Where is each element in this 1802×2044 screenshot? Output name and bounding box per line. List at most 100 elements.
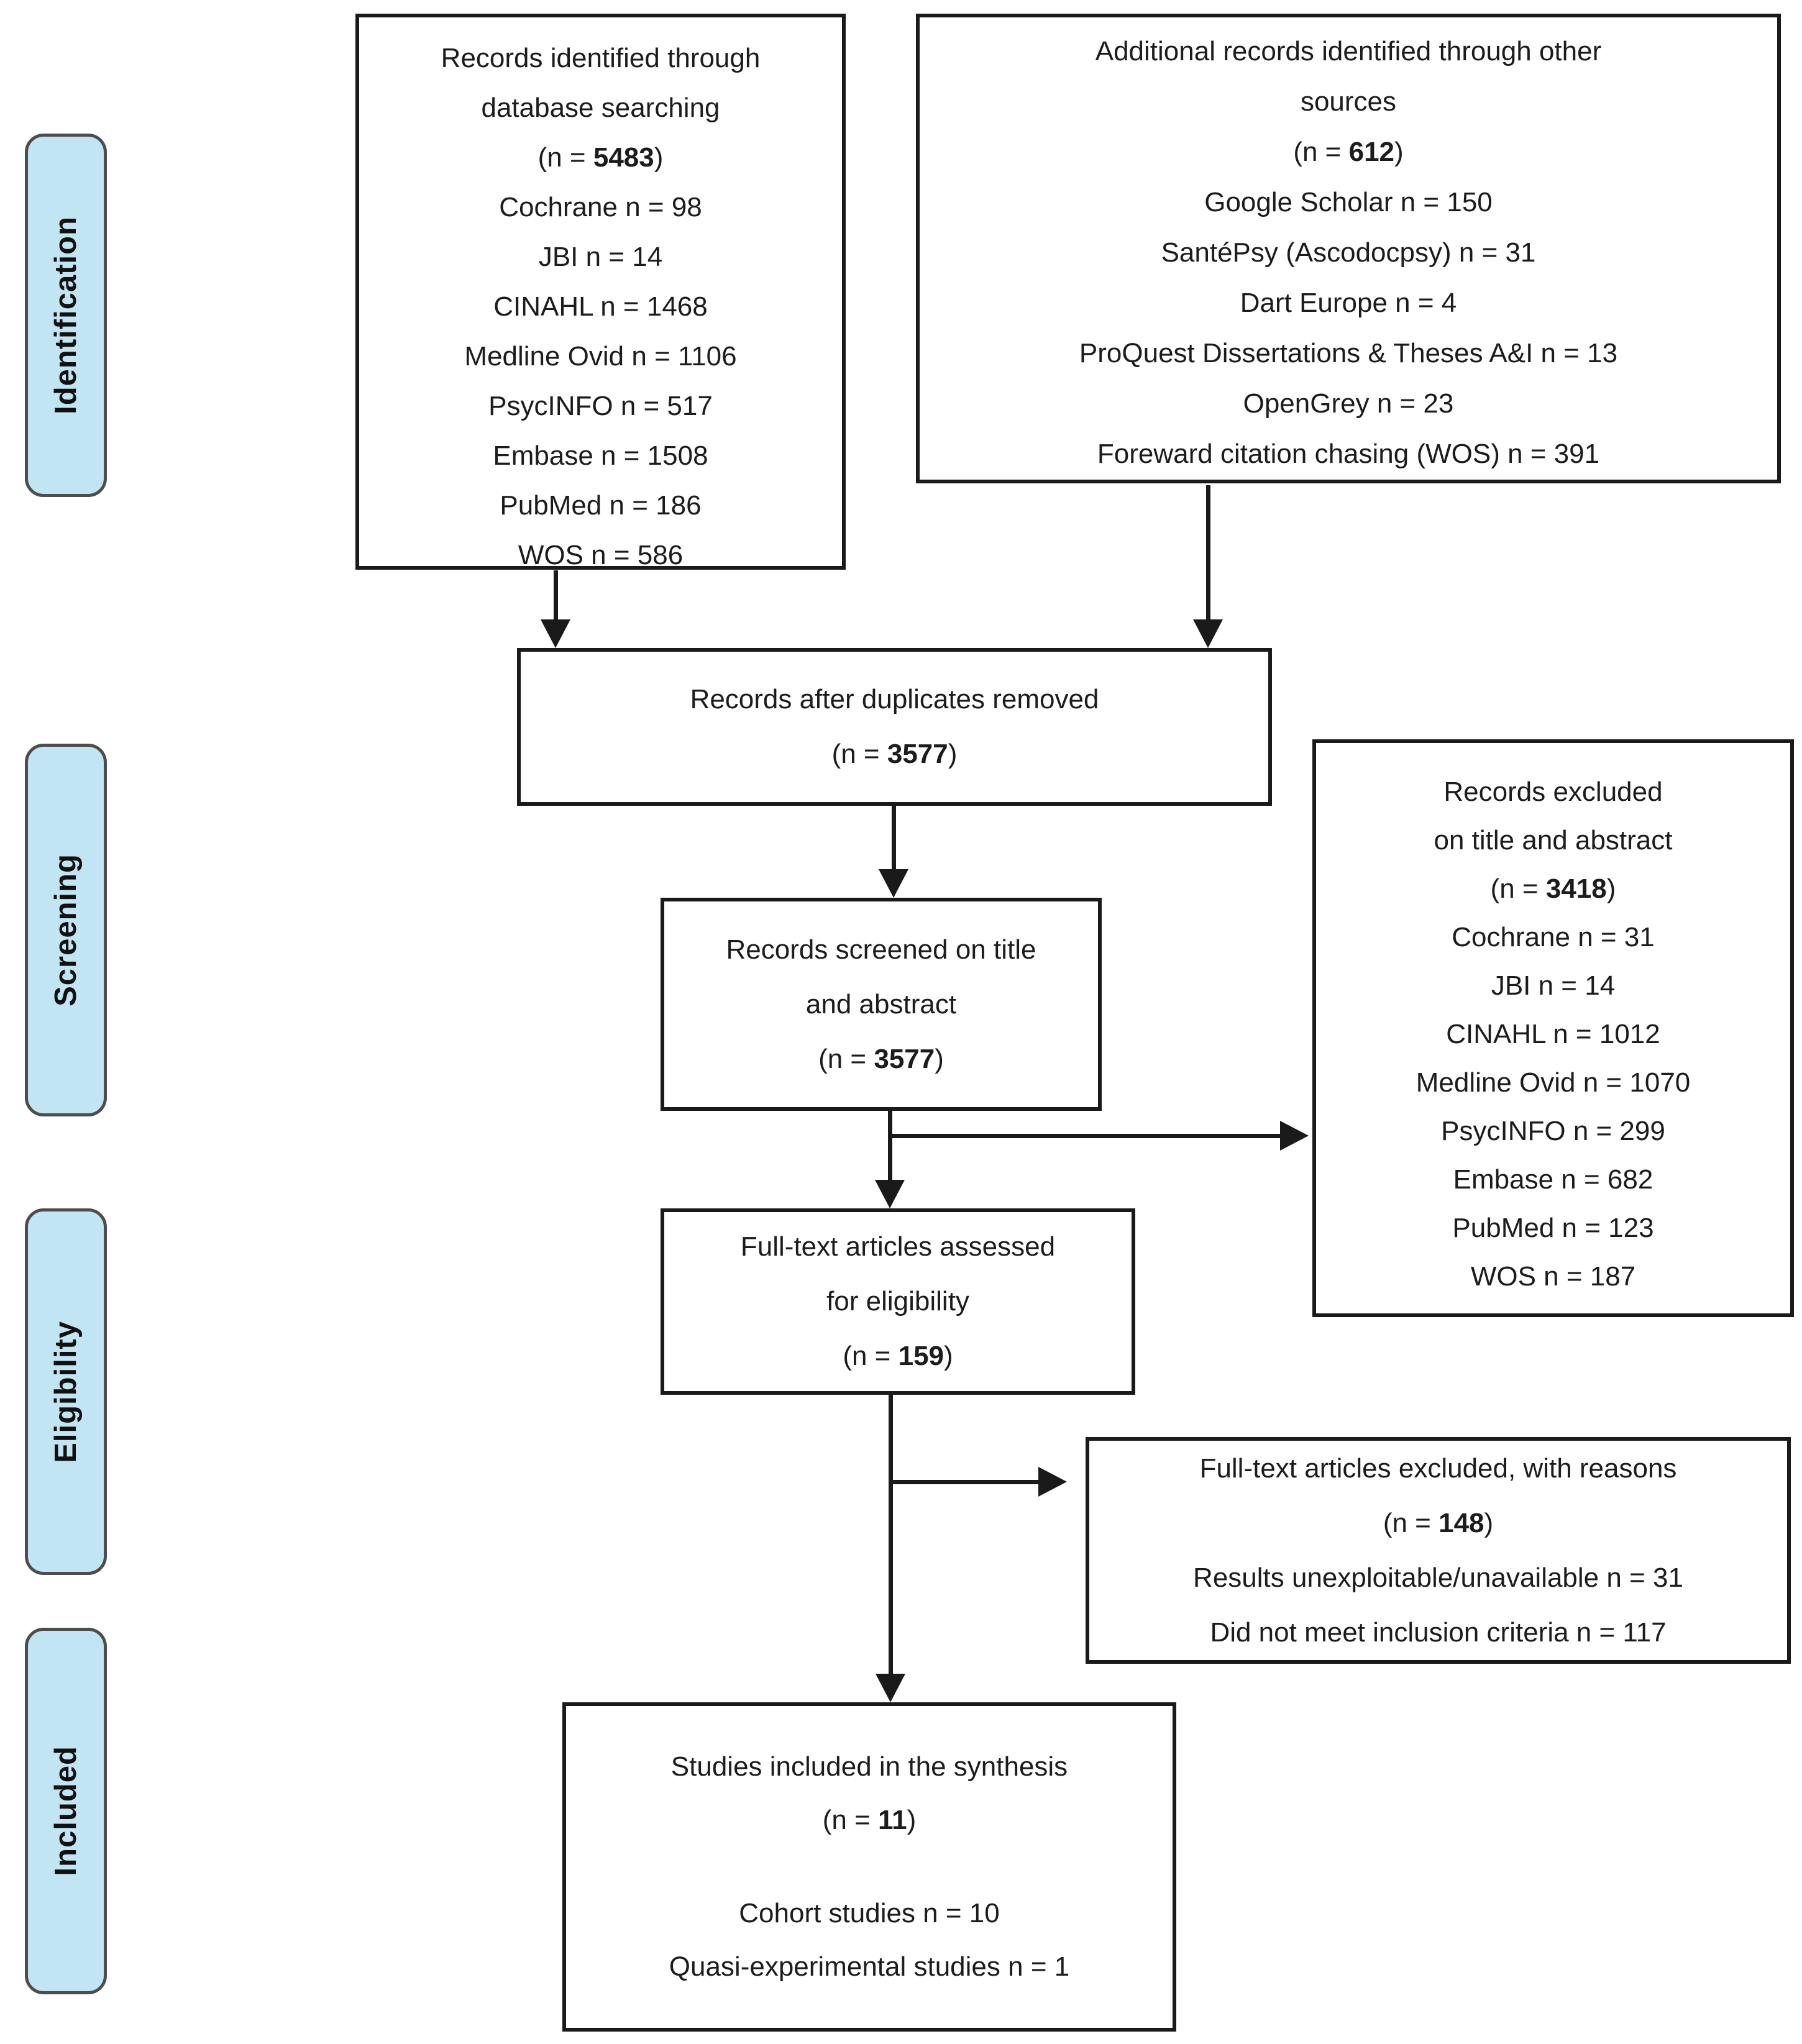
box-title-line: Full-text articles excluded, with reason… <box>1199 1453 1677 1484</box>
n-close: ) <box>944 1341 953 1371</box>
arrow-screened-to-fulltext-head-icon <box>875 1180 905 1208</box>
box-fulltext-excluded: Full-text articles excluded, with reason… <box>1086 1437 1791 1664</box>
box-item: PubMed n = 186 <box>500 490 702 521</box>
arrow-fulltext-to-included-line <box>889 1395 893 1674</box>
n-open: (n = <box>1293 137 1349 167</box>
box-title-line: Additional records identified through ot… <box>1095 36 1602 66</box>
box-item: Medline Ovid n = 1106 <box>464 341 737 372</box>
box-duplicates-removed: Records after duplicates removed (n = 35… <box>517 648 1272 806</box>
stage-label-eligibility-text: Eligibility <box>49 1320 83 1463</box>
box-item: CINAHL n = 1012 <box>1446 1019 1660 1049</box>
arrow-additional-to-duplicates-line <box>1206 485 1210 621</box>
box-title-line: Full-text articles assessed <box>740 1231 1056 1262</box>
arrow-fulltext-to-included-head-icon <box>876 1674 905 1702</box>
box-item: JBI n = 14 <box>1491 970 1616 1001</box>
n-close: ) <box>1394 137 1404 167</box>
box-item: WOS n = 187 <box>1470 1261 1636 1292</box>
stage-label-identification-text: Identification <box>49 216 83 414</box>
box-item: WOS n = 586 <box>518 540 684 570</box>
box-additional-records: Additional records identified through ot… <box>916 14 1781 483</box>
n-value: 3418 <box>1545 874 1607 904</box>
arrow-additional-to-duplicates-head-icon <box>1193 619 1223 648</box>
arrow-duplicates-to-screened-head-icon <box>879 869 908 898</box>
box-title-line: database searching <box>481 93 720 123</box>
box-n-line: (n = 3418) <box>1316 865 1790 913</box>
n-value: 5483 <box>593 142 654 173</box>
n-open: (n = <box>831 739 887 769</box>
stage-label-included: Included <box>25 1628 107 1994</box>
n-close: ) <box>654 142 664 173</box>
box-item: OpenGrey n = 23 <box>1243 388 1454 419</box>
box-title-line: Records after duplicates removed <box>690 684 1099 714</box>
box-n-line: (n = 5483) <box>359 133 842 183</box>
box-title-line: Records identified through <box>441 43 761 73</box>
n-close: ) <box>948 739 958 769</box>
box-fulltext-assessed: Full-text articles assessed for eligibil… <box>661 1208 1135 1395</box>
n-close: ) <box>907 1805 917 1835</box>
box-studies-included: Studies included in the synthesis (n = 1… <box>562 1702 1176 2032</box>
n-close: ) <box>935 1043 944 1074</box>
box-item: Foreward citation chasing (WOS) n = 391 <box>1097 439 1600 469</box>
box-item: Google Scholar n = 150 <box>1204 187 1493 217</box>
box-item: ProQuest Dissertations & Theses A&I n = … <box>1079 338 1618 368</box>
box-item: PsycINFO n = 299 <box>1441 1116 1665 1146</box>
n-value: 3577 <box>887 739 948 769</box>
n-close: ) <box>1484 1507 1494 1538</box>
n-open: (n = <box>818 1043 874 1074</box>
box-item: PsycINFO n = 517 <box>488 391 713 421</box>
box-title-line: Records excluded <box>1443 777 1663 807</box>
box-n-line: (n = 612) <box>920 127 1777 177</box>
n-open: (n = <box>822 1805 879 1835</box>
box-item: SantéPsy (Ascodocpsy) n = 31 <box>1161 237 1536 268</box>
arrow-identified-to-duplicates-line <box>554 570 558 621</box>
box-title-line: sources <box>1300 86 1397 117</box>
box-item: Embase n = 682 <box>1453 1164 1653 1195</box>
n-open: (n = <box>843 1341 899 1371</box>
n-value: 148 <box>1438 1507 1484 1538</box>
box-title-line: on title and abstract <box>1434 825 1673 855</box>
n-value: 612 <box>1348 137 1395 167</box>
box-n-line: (n = 159) <box>664 1329 1132 1384</box>
stage-label-eligibility: Eligibility <box>25 1208 107 1575</box>
box-item: Embase n = 1508 <box>493 440 708 471</box>
box-item: Results unexploitable/unavailable n = 31 <box>1193 1562 1683 1593</box>
n-value: 3577 <box>874 1043 935 1074</box>
box-item: CINAHL n = 1468 <box>493 291 708 322</box>
box-title-line: Records screened on title <box>726 934 1036 965</box>
box-item: Cochrane n = 31 <box>1452 922 1655 952</box>
arrow-screened-to-fulltext-line <box>888 1111 892 1180</box>
box-title-line: for eligibility <box>826 1286 969 1316</box>
box-item: Medline Ovid n = 1070 <box>1416 1067 1691 1098</box>
box-item: Quasi-experimental studies n = 1 <box>669 1951 1070 1982</box>
stage-label-screening-text: Screening <box>49 854 83 1006</box>
stage-label-screening: Screening <box>25 744 107 1116</box>
n-open: (n = <box>537 142 593 173</box>
stage-label-included-text: Included <box>49 1746 83 1876</box>
box-item: Cohort studies n = 10 <box>739 1898 1000 1928</box>
arrow-fulltext-to-excluded-head-icon <box>1038 1467 1067 1497</box>
n-close: ) <box>1606 874 1616 904</box>
arrow-identified-to-duplicates-head-icon <box>541 619 570 648</box>
box-item: PubMed n = 123 <box>1452 1213 1654 1243</box>
box-records-excluded: Records excluded on title and abstract (… <box>1312 739 1794 1317</box>
box-title-line: and abstract <box>805 988 957 1020</box>
box-records-identified: Records identified through database sear… <box>355 14 846 570</box>
arrow-fulltext-to-excluded-line <box>890 1480 1038 1484</box>
arrow-screened-to-excluded-head-icon <box>1280 1121 1309 1151</box>
box-item: Cochrane n = 98 <box>499 192 702 222</box>
n-value: 11 <box>878 1805 907 1835</box>
arrow-duplicates-to-screened-line <box>892 806 896 870</box>
box-item: Dart Europe n = 4 <box>1240 288 1457 318</box>
box-item: Did not meet inclusion criteria n = 117 <box>1210 1617 1667 1648</box>
n-value: 159 <box>898 1341 944 1371</box>
n-open: (n = <box>1490 874 1546 904</box>
box-n-line: (n = 148) <box>1089 1496 1787 1551</box>
box-title-line: Studies included in the synthesis <box>670 1751 1068 1782</box>
box-n-line: (n = 3577) <box>664 1032 1098 1087</box>
n-open: (n = <box>1383 1507 1439 1538</box>
box-item: JBI n = 14 <box>538 242 663 272</box>
box-n-line: (n = 11) <box>566 1794 1173 1847</box>
arrow-screened-to-excluded-line <box>890 1134 1280 1138</box>
stage-label-identification: Identification <box>25 134 107 497</box>
